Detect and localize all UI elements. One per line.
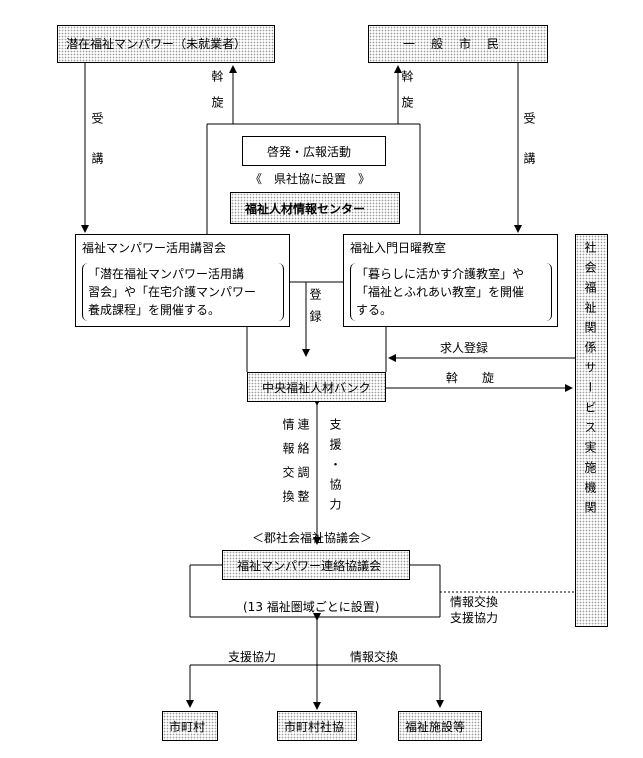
attend-left-label: 受講 (90, 112, 104, 192)
liaison-council-label: 福祉マンパワー連絡協議会 (237, 559, 382, 573)
latent-manpower-label: 潜在福祉マンパワー（未就業者） (66, 37, 247, 51)
municipal-council-box: 市町村社協 (277, 711, 357, 741)
mediation-right-label: 斡旋 (400, 70, 414, 122)
mediation-left-label: 斡旋 (210, 70, 224, 122)
county-council-label: ＜郡社会福祉協議会＞ (252, 531, 373, 545)
municipality-label: 市町村 (169, 720, 206, 734)
municipal-council-label: 市町村社協 (284, 720, 345, 734)
info-center-label: 福祉人材情報センター (245, 202, 366, 216)
info-center-box: 福祉人材情報センター (230, 192, 400, 224)
sunday-class-box: 福祉入門日曜教室 「暮らしに活かす介護教室」や 「福祉とふれあい教室」を開催 す… (343, 234, 558, 327)
central-bank-label: 中央福祉人材バンク (262, 381, 371, 395)
attend-right-label: 受講 (522, 112, 536, 192)
sunday-class-line1: 「暮らしに活かす介護教室」や (356, 267, 525, 281)
general-citizens-box: 一 般 市 民 (368, 25, 548, 63)
register-label: 登録 (308, 288, 322, 332)
mediation-bottom-label: 斡 旋 (446, 371, 495, 385)
side-info-exchange: 情報交換 (450, 595, 499, 609)
awareness-activity-box: 啓発・広報活動 (242, 136, 386, 166)
manpower-course-line3: 養成課程」を開催する。 (88, 303, 221, 317)
liaison-vertical: 連絡調整 (296, 418, 310, 514)
manpower-course-line2: 習会」や「在宅介護マンパワー (88, 285, 257, 299)
sunday-class-line2: 「福祉とふれあい教室」を開催 (356, 285, 525, 299)
service-agency-box: 社会福祉関係サービス実施機関 (575, 234, 608, 627)
side-support: 支援協力 (450, 611, 499, 625)
service-agency-label: 社会福祉関係サービス実施機関 (583, 241, 597, 521)
sunday-class-title: 福祉入門日曜教室 (350, 241, 447, 255)
sunday-class-bracket (350, 263, 552, 321)
info-exchange-label: 情報交換 (350, 650, 399, 664)
job-register-label: 求人登録 (440, 341, 489, 355)
municipality-box: 市町村 (162, 711, 218, 741)
placement-note: 《 県社協に設置 》 (250, 172, 371, 186)
info-exchange-vertical: 情報交換 (281, 418, 295, 514)
general-citizens-label: 一 般 市 民 (403, 37, 502, 51)
welfare-facility-box: 福祉施設等 (398, 711, 482, 741)
sunday-class-line3: する。 (356, 303, 393, 317)
support-vertical: 支援・協力 (328, 418, 342, 518)
liaison-note: (13 福祉圏域ごとに設置) (243, 600, 380, 614)
support-cooperation-label: 支援協力 (228, 650, 277, 664)
awareness-activity-label: 啓発・広報活動 (267, 145, 352, 159)
manpower-course-line1: 「潜在福祉マンパワー活用講 (88, 267, 245, 281)
manpower-course-box: 福祉マンパワー活用講習会 「潜在福祉マンパワー活用講 習会」や「在宅介護マンパワ… (75, 234, 290, 327)
liaison-council-box: 福祉マンパワー連絡協議会 (222, 550, 410, 580)
latent-manpower-box: 潜在福祉マンパワー（未就業者） (57, 25, 275, 63)
central-bank-box: 中央福祉人材バンク (247, 372, 386, 402)
manpower-course-bracket (82, 263, 284, 321)
welfare-facility-label: 福祉施設等 (405, 720, 466, 734)
manpower-course-title: 福祉マンパワー活用講習会 (82, 241, 227, 255)
